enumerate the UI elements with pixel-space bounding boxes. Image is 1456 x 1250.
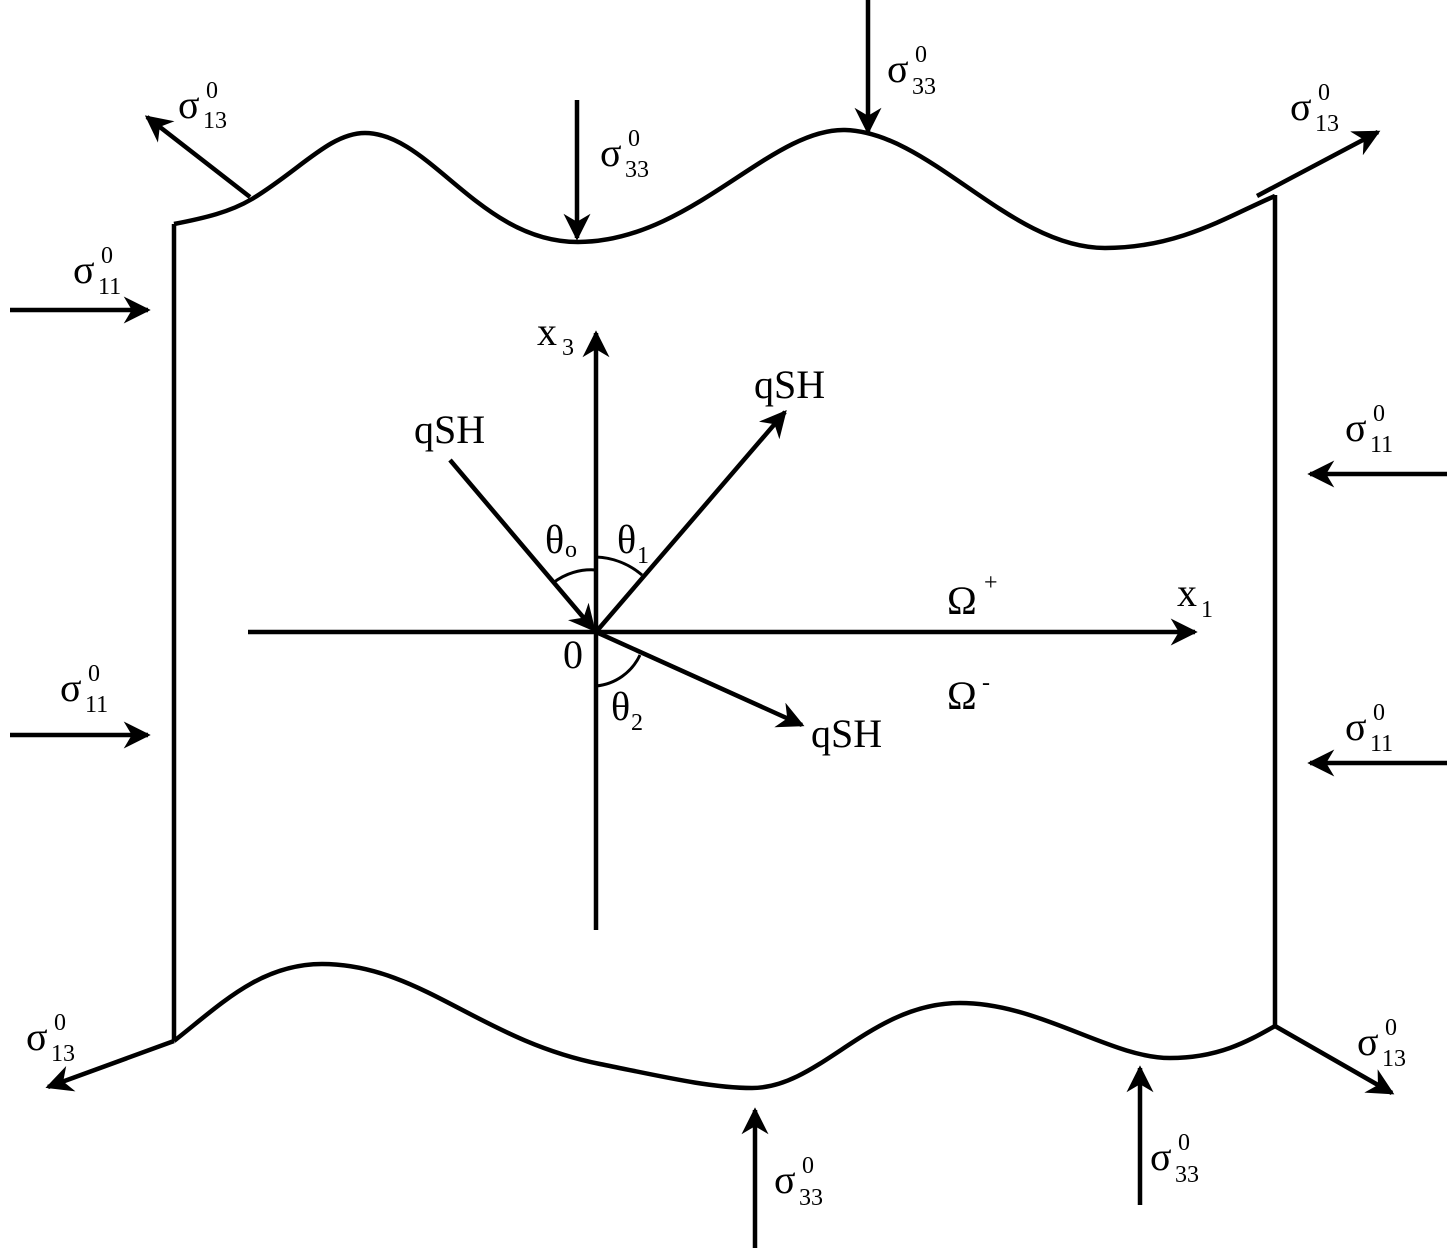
svg-text:σ: σ — [73, 247, 95, 292]
svg-text:1: 1 — [637, 543, 649, 569]
region-omega-minus-label: Ω- — [947, 670, 990, 718]
svg-text:σ: σ — [1357, 1019, 1379, 1064]
region-omega-plus-label: Ω+ — [947, 570, 998, 623]
svg-text:11: 11 — [98, 274, 121, 300]
svg-text:0: 0 — [101, 243, 113, 269]
svg-text:0: 0 — [1373, 401, 1385, 427]
svg-text:1: 1 — [1201, 597, 1213, 623]
svg-text:θ: θ — [545, 517, 564, 562]
stress-arrow-13-top-left — [144, 115, 252, 199]
svg-text:11: 11 — [1370, 432, 1393, 458]
svg-text:σ: σ — [1150, 1134, 1172, 1179]
svg-text:3: 3 — [562, 335, 574, 361]
svg-text:σ: σ — [1345, 704, 1367, 749]
theta2-arc — [595, 654, 642, 688]
svg-text:-: - — [982, 670, 990, 696]
svg-text:x: x — [1177, 570, 1197, 615]
svg-text:θ: θ — [617, 517, 636, 562]
svg-text:σ: σ — [887, 46, 909, 91]
svg-text:σ: σ — [1290, 84, 1312, 129]
svg-text:σ: σ — [600, 130, 622, 175]
svg-text:11: 11 — [85, 692, 108, 718]
stress-arrow-13-bottom-left — [45, 1038, 175, 1092]
top-wavy-boundary — [173, 127, 1276, 251]
svg-text:0: 0 — [206, 78, 218, 104]
svg-text:13: 13 — [1315, 111, 1339, 137]
svg-text:σ: σ — [774, 1157, 796, 1202]
reflected-wave-label: qSH — [754, 362, 825, 407]
stress-arrow-13-top-right — [1255, 130, 1381, 198]
svg-text:x: x — [537, 309, 557, 354]
svg-text:σ: σ — [60, 665, 82, 710]
svg-text:o: o — [565, 537, 577, 563]
theta1-arc — [595, 555, 643, 577]
svg-text:σ: σ — [26, 1014, 48, 1059]
stress-arrow-13-bottom-right — [1273, 1024, 1395, 1095]
svg-text:0: 0 — [802, 1153, 814, 1179]
svg-text:σ: σ — [178, 82, 200, 127]
incident-wave-label: qSH — [414, 407, 485, 452]
reflected-wave-arrow — [594, 409, 787, 634]
svg-text:0: 0 — [54, 1010, 66, 1036]
svg-text:13: 13 — [203, 108, 227, 134]
svg-text:σ: σ — [1345, 405, 1367, 450]
theta0-arc — [552, 568, 597, 585]
svg-text:11: 11 — [1370, 731, 1393, 757]
svg-text:0: 0 — [915, 42, 927, 68]
svg-text:0: 0 — [88, 661, 100, 687]
transmitted-wave-arrow — [595, 629, 805, 728]
svg-text:Ω: Ω — [947, 578, 977, 623]
svg-text:33: 33 — [912, 74, 936, 100]
svg-text:Ω: Ω — [947, 673, 977, 718]
svg-text:+: + — [984, 570, 998, 596]
svg-text:0: 0 — [1373, 700, 1385, 726]
transmitted-wave-label: qSH — [811, 711, 882, 756]
bottom-wavy-boundary — [172, 961, 1277, 1091]
svg-text:33: 33 — [625, 157, 649, 183]
svg-text:33: 33 — [1175, 1162, 1199, 1188]
incident-wave-arrow — [448, 458, 596, 633]
svg-text:13: 13 — [51, 1041, 75, 1067]
origin-label: 0 — [563, 632, 583, 677]
svg-text:33: 33 — [799, 1185, 823, 1211]
svg-text:2: 2 — [631, 710, 643, 736]
svg-text:0: 0 — [628, 126, 640, 152]
svg-text:0: 0 — [1385, 1015, 1397, 1041]
svg-text:θ: θ — [611, 684, 630, 729]
svg-text:0: 0 — [1318, 80, 1330, 106]
svg-text:13: 13 — [1382, 1046, 1406, 1072]
svg-text:0: 0 — [1178, 1130, 1190, 1156]
